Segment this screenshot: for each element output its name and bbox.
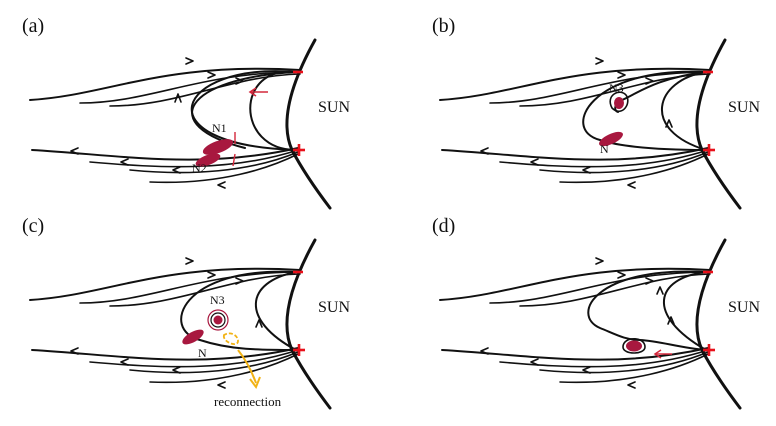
loop-arrow bbox=[656, 286, 664, 295]
node-n bbox=[599, 131, 623, 147]
loop-arrow bbox=[174, 93, 182, 103]
plasmoid-outline bbox=[609, 91, 629, 113]
flow-arrowhead bbox=[653, 349, 662, 359]
plasmoid-outline bbox=[622, 337, 646, 354]
loop-arrow bbox=[665, 119, 673, 128]
sun-label: SUN bbox=[318, 99, 350, 116]
outer-loop bbox=[582, 70, 707, 151]
reconnection-pointer bbox=[237, 349, 257, 384]
node-n3 bbox=[213, 315, 223, 325]
sun-label: SUN bbox=[728, 299, 760, 316]
inner-loop bbox=[662, 271, 707, 351]
panel-label: (c) bbox=[22, 215, 44, 237]
loop-arrow bbox=[667, 316, 675, 325]
sun-label: SUN bbox=[728, 99, 760, 116]
compression-arrow bbox=[232, 153, 236, 167]
panel-label: (a) bbox=[22, 15, 44, 37]
reconnection-arrowhead bbox=[249, 376, 261, 390]
inner-loop bbox=[661, 71, 707, 151]
node-label: N1 bbox=[212, 121, 227, 135]
outermost-loop bbox=[190, 70, 297, 151]
sun-label: SUN bbox=[318, 299, 350, 316]
node-label: N bbox=[600, 142, 609, 156]
loop-arrow bbox=[255, 319, 263, 328]
node-label: N3 bbox=[210, 293, 225, 307]
outer-loop bbox=[191, 71, 297, 149]
node-label: N bbox=[198, 346, 207, 360]
panel-label: (d) bbox=[432, 215, 455, 237]
reconnection-label: reconnection bbox=[214, 394, 282, 409]
flow-arrowhead bbox=[248, 87, 257, 97]
reconnection-site bbox=[223, 332, 239, 345]
panel-d: (d) SUN bbox=[432, 215, 760, 410]
node-label: N2 bbox=[192, 161, 207, 175]
panel-b: (b) N3 N SUN bbox=[432, 15, 760, 210]
bubble-loop bbox=[614, 71, 707, 113]
node-n2 bbox=[195, 153, 221, 167]
node-label: N3 bbox=[609, 81, 624, 95]
node-n3 bbox=[614, 97, 624, 109]
node-n bbox=[182, 329, 204, 345]
plasmoid-outline bbox=[210, 312, 226, 328]
panel-a: (a) N1 N2 SUN bbox=[22, 15, 350, 210]
plasmoid-node bbox=[626, 340, 642, 352]
panel-c: (c) N3 N reconnection SUN bbox=[22, 215, 350, 410]
inner-loop bbox=[254, 271, 297, 351]
outer-loop bbox=[587, 270, 707, 351]
plasmoid-ring bbox=[207, 309, 229, 331]
panel-label: (b) bbox=[432, 15, 455, 37]
node-n1 bbox=[202, 139, 234, 155]
